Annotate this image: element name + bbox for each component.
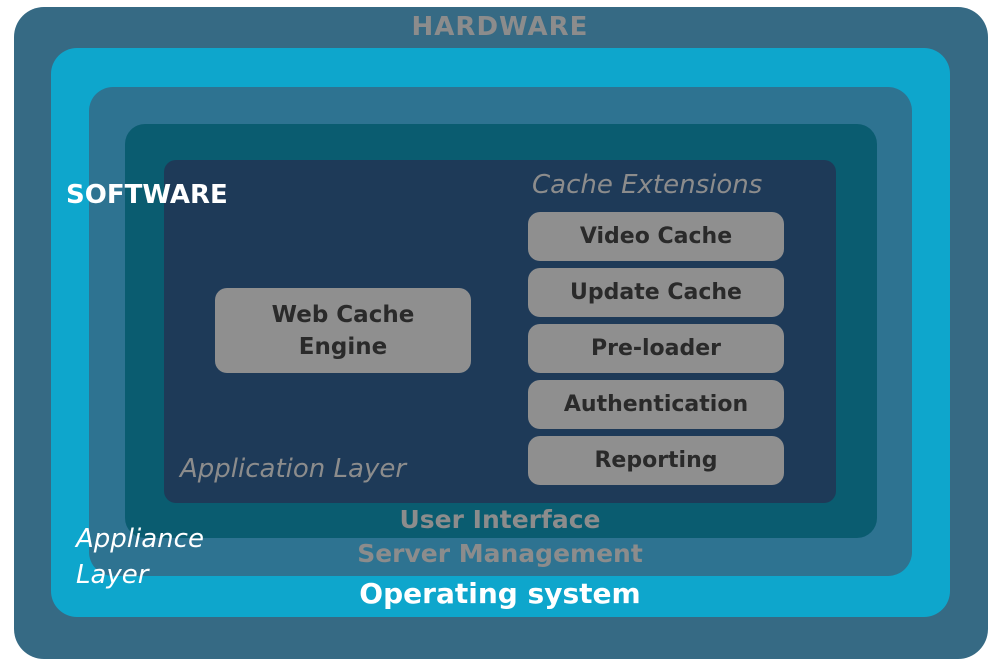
application-layer-label: Application Layer xyxy=(180,454,407,484)
server-management-label: Server Management xyxy=(357,539,643,568)
hardware-label: HARDWARE xyxy=(411,12,589,42)
appliance-layer-label: Appliance Layer xyxy=(76,524,204,590)
cache-extension-reporting: Reporting xyxy=(528,436,784,485)
cache-extension-update-cache: Update Cache xyxy=(528,268,784,317)
web-cache-engine-box: Web Cache Engine xyxy=(215,288,471,373)
cache-extension-video-cache: Video Cache xyxy=(528,212,784,261)
operating-system-label: Operating system xyxy=(359,577,641,610)
software-label: SOFTWARE xyxy=(66,180,228,210)
cache-extension-authentication: Authentication xyxy=(528,380,784,429)
user-interface-label: User Interface xyxy=(399,505,601,534)
cache-extension-pre-loader: Pre-loader xyxy=(528,324,784,373)
cache-extensions-title: Cache Extensions xyxy=(532,170,763,200)
